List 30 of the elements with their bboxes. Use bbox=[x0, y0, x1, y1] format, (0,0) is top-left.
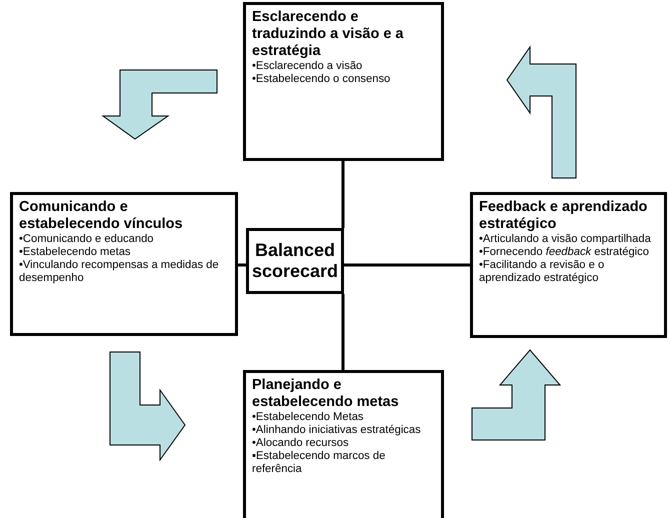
bullet-item: •Comunicando e educando bbox=[19, 233, 155, 246]
block-arrow bbox=[472, 349, 562, 440]
bullet-item: •Fornecendo feedback estratégico bbox=[479, 246, 650, 259]
central-box bbox=[246, 228, 344, 294]
block-arrow bbox=[506, 45, 576, 178]
process-box bbox=[243, 370, 444, 518]
bullet-item: •Estabelecendo o consenso bbox=[252, 73, 392, 86]
bullet-item: •Articulando a visão compartilhada bbox=[479, 233, 652, 246]
block-arrow bbox=[101, 70, 218, 140]
bullet-item: •Facilitando a revisão e o aprendizado estratégico bbox=[479, 259, 606, 285]
bullet-item: •Estabelecendo metas bbox=[19, 246, 132, 259]
box-heading: Esclarecendo e traduzindo a visão e a estratégia bbox=[252, 9, 404, 60]
bullet-item: •Alinhando iniciativas estratégicas bbox=[252, 424, 422, 437]
process-box bbox=[10, 192, 238, 336]
connector-line bbox=[238, 264, 246, 266]
bullet-item: •Alocando recursos bbox=[252, 437, 350, 450]
box-heading: Comunicando e estabelecendo vínculos bbox=[19, 199, 184, 233]
connector-line bbox=[344, 264, 470, 266]
process-box bbox=[470, 192, 667, 338]
bullet-item: •Esclarecendo a visão bbox=[252, 60, 364, 73]
process-box bbox=[243, 2, 444, 161]
block-arrow bbox=[110, 352, 186, 462]
bullet-item: •Estabelecendo Metas bbox=[252, 411, 365, 424]
box-heading: Planejando e estabelecendo metas bbox=[252, 377, 400, 411]
connector-line bbox=[342, 294, 344, 370]
box-heading: Feedback e aprendizado estratégico bbox=[479, 199, 648, 233]
bullet-item: ▪Estabelecendo marcos de referência bbox=[252, 450, 386, 476]
box-heading: Balanced scorecard bbox=[251, 240, 339, 282]
connector-line bbox=[342, 161, 344, 228]
bullet-item: •Vinculando recompensas a medidas de desempenho bbox=[19, 259, 220, 285]
